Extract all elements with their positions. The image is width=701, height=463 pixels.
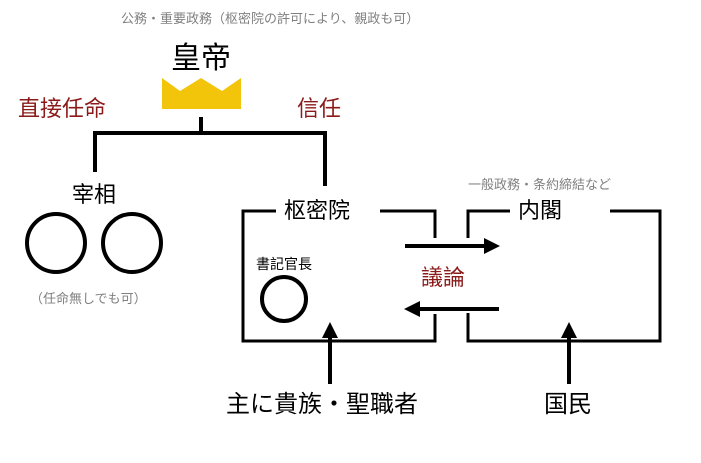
crown-icon <box>162 78 241 109</box>
emperor-label: 皇帝 <box>171 41 231 76</box>
direct-appointment-label: 直接任命 <box>18 97 107 122</box>
cabinet-note: 一般政務・条約締結など <box>468 178 612 193</box>
debate-arrows <box>404 238 500 317</box>
privy-council-box <box>241 209 437 343</box>
emperor-note: 公務・重要政務（枢密院の許可により、親政も可） <box>121 12 420 27</box>
chancellor-note: （任命無しでも可） <box>30 292 147 307</box>
nobles-clergy-label: 主に貴族・聖職者 <box>226 390 418 418</box>
debate-label: 議論 <box>421 266 466 291</box>
chancellor-seat-2 <box>101 212 163 274</box>
privy-council-label: 枢密院 <box>284 199 351 224</box>
chancellor-label: 宰相 <box>72 183 117 208</box>
emperor-branch-lines <box>93 117 327 186</box>
chancellor-seat-1 <box>25 212 87 274</box>
cabinet-label: 内閣 <box>518 199 563 224</box>
cabinet-box <box>466 209 662 343</box>
secretary-label: 書記官長 <box>256 257 312 273</box>
citizens-label: 国民 <box>544 390 592 418</box>
secretary-seat <box>260 275 308 323</box>
trust-label: 信任 <box>297 97 342 122</box>
source-arrows <box>322 322 577 384</box>
